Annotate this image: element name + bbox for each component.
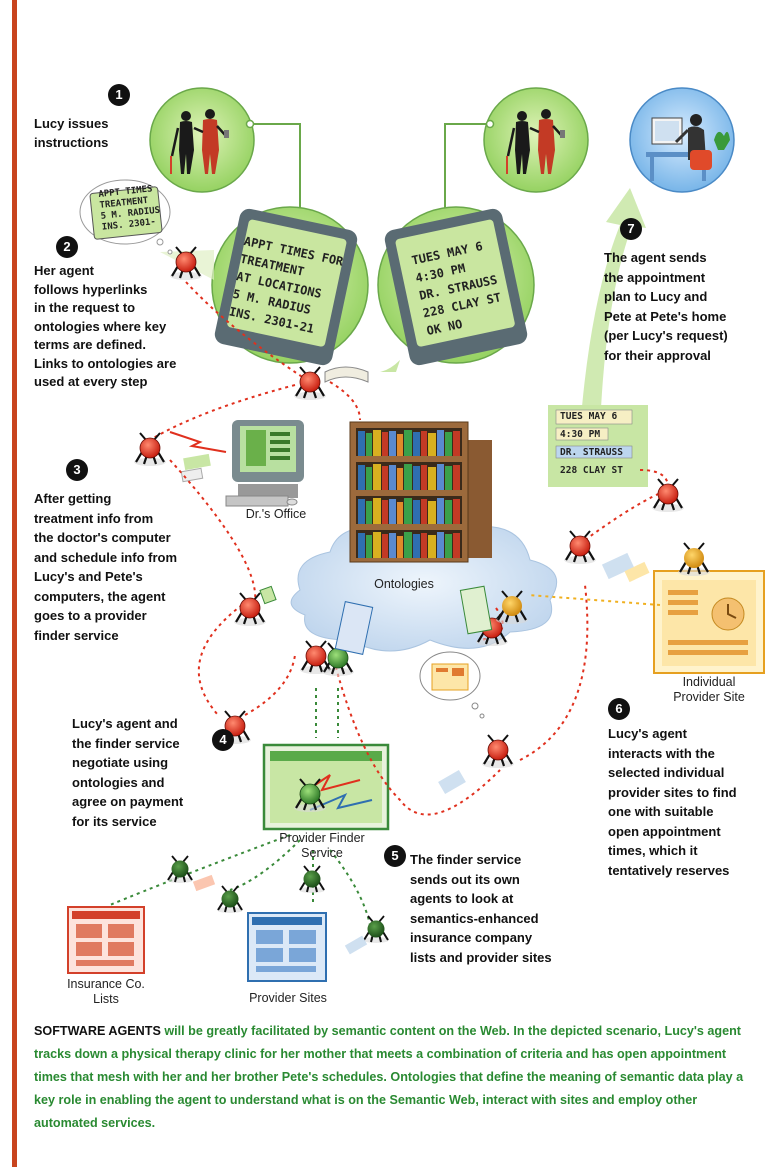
- caption-lead: SOFTWARE AGENTS: [34, 1024, 161, 1038]
- step-5-text: The finder service sends out its own age…: [410, 852, 552, 965]
- handheld-device-icon: [214, 208, 358, 366]
- drs-office-label: Dr.'s Office: [245, 507, 307, 521]
- request-device-bubble: [160, 206, 369, 366]
- step-6-text: Lucy's agent interacts with the selected…: [608, 726, 737, 878]
- step-1-number: 1: [108, 84, 130, 106]
- agent-paths: [109, 281, 670, 941]
- step-2-number: 2: [56, 236, 78, 258]
- step-5-number: 5: [384, 845, 406, 867]
- accent-bar: [12, 0, 17, 1167]
- step-4-number: 4: [212, 729, 234, 751]
- individual-provider-site-page: [653, 570, 765, 674]
- figure-caption: SOFTWARE AGENTS will be greatly facilita…: [34, 1020, 762, 1135]
- caption-body: will be greatly facilitated by semantic …: [34, 1024, 744, 1130]
- request-small-screen-text: APPT TIMES TREATMENT 5 M. RADIUS INS. 23…: [98, 184, 161, 233]
- step-2-text: Her agent follows hyperlinks in the requ…: [34, 263, 177, 389]
- step-7-text: The agent sends the appointment plan to …: [604, 250, 728, 363]
- plan-card-text: TUES MAY 6 4:30 PM DR. STRAUSS 228 CLAY …: [560, 411, 623, 476]
- pete-home-circle: [629, 87, 735, 193]
- insurance-co-lists-page: [67, 906, 145, 974]
- book-icon: [192, 366, 650, 955]
- step-6-number: 6: [608, 698, 630, 720]
- step-7-number: 7: [620, 218, 642, 240]
- plan-device-bubble: [377, 206, 535, 366]
- individual-provider-site-label: Individual Provider Site: [673, 675, 745, 704]
- plan-to-pete-arrow: [565, 188, 646, 430]
- provider-finder-service-label: Provider Finder Service: [279, 831, 365, 860]
- ontologies-label: Ontologies: [374, 577, 434, 591]
- provider-sites-label: Provider Sites: [249, 991, 327, 1005]
- request-small-bubble: [79, 179, 173, 255]
- step-4-text: Lucy's agent and the finder service nego…: [72, 716, 184, 829]
- thought-bubble: [419, 651, 485, 719]
- lucy-and-mother-circle-right: [483, 87, 589, 193]
- provider-finder-service-page: [262, 743, 390, 831]
- insurance-co-lists-label: Insurance Co. Lists: [67, 977, 145, 1006]
- handheld-device-icon: [384, 208, 528, 366]
- person-at-desk-icon: [646, 114, 730, 181]
- plan-card: [548, 405, 648, 487]
- step-1-text: Lucy issues instructions: [34, 116, 109, 150]
- computer-icon: [169, 420, 304, 507]
- step-3-text: After getting treatment info from the do…: [34, 491, 178, 643]
- step-3-number: 3: [66, 459, 88, 481]
- bookshelf-icon: [349, 421, 492, 563]
- provider-sites-page: [247, 912, 327, 982]
- lucy-and-mother-circle-left: [149, 87, 255, 193]
